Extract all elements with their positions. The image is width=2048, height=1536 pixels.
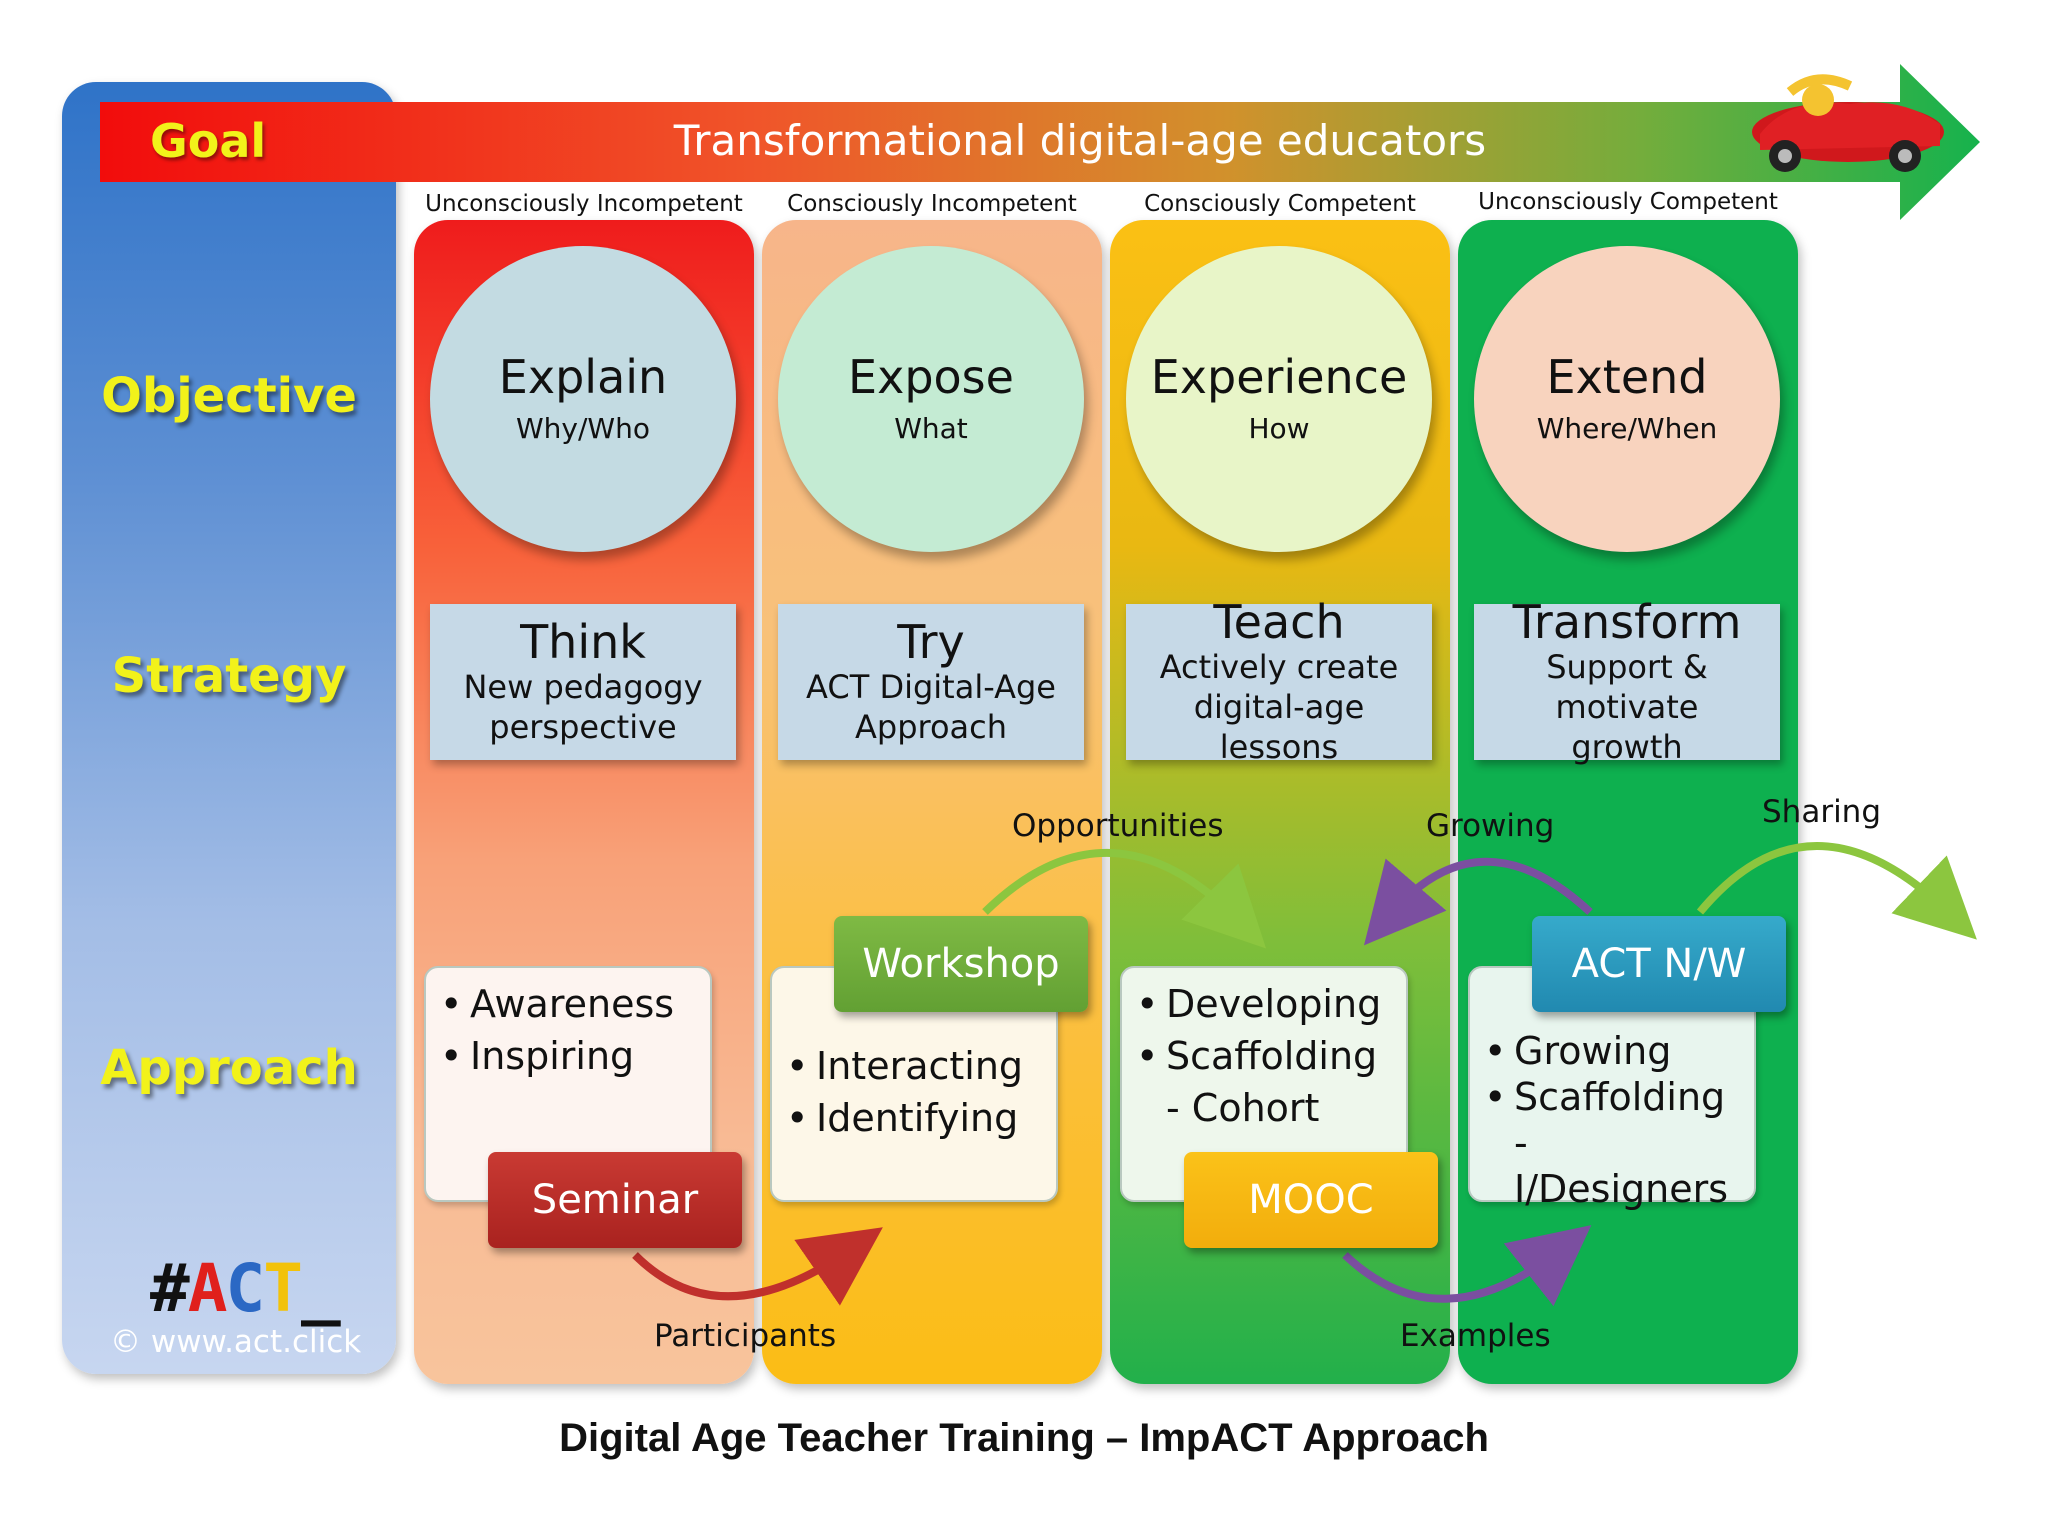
strategy-subtitle: Actively create digital-age lessons xyxy=(1159,648,1399,766)
objective-title: Experience xyxy=(1150,349,1408,404)
strategy-box-transform: Transform Support & motivate growth xyxy=(1474,597,1780,766)
strategy-subtitle: Support & motivate growth xyxy=(1546,648,1708,766)
objective-subtitle: What xyxy=(894,411,968,445)
goal-arrow xyxy=(100,64,1980,220)
flow-label-opportunities: Opportunities xyxy=(1012,808,1224,844)
row-label-approach: Approach xyxy=(100,1040,358,1096)
objective-circle-extend: Extend Where/When xyxy=(1474,246,1780,552)
competence-label-3: Consciously Competent xyxy=(1144,191,1416,217)
approach-bullet: Scaffolding - I/Designers xyxy=(1480,1074,1744,1212)
goal-text: Transformational digital-age educators xyxy=(673,116,1487,165)
approach-bullet: Developing xyxy=(1132,978,1406,1030)
approach-bullet: Identifying xyxy=(782,1092,1056,1144)
mooc-tag: MOOC xyxy=(1184,1152,1438,1248)
strategy-title: Teach xyxy=(1213,595,1345,649)
strategy-box-think: Think New pedagogy perspective xyxy=(430,604,736,760)
row-label-strategy: Strategy xyxy=(111,648,347,704)
growing-arrow xyxy=(1363,857,1593,946)
strategy-box-teach: Teach Actively create digital-age lesson… xyxy=(1126,597,1432,766)
diagram-caption: Digital Age Teacher Training – ImpACT Ap… xyxy=(559,1416,1489,1460)
participants-arrow xyxy=(632,1227,883,1306)
objective-circle-experience: Experience How xyxy=(1126,246,1432,552)
objective-circle-expose: Expose What xyxy=(778,246,1084,552)
flow-label-growing: Growing xyxy=(1426,808,1555,844)
objective-title: Extend xyxy=(1546,349,1708,404)
actnw-tag: ACT N/W xyxy=(1532,916,1786,1012)
strategy-title: Transform xyxy=(1512,595,1742,649)
row-label-objective: Objective xyxy=(101,368,357,424)
sharing-arrow xyxy=(1696,842,1977,940)
approach-bullet: Awareness xyxy=(436,978,710,1030)
goal-label: Goal xyxy=(150,114,267,168)
strategy-title: Think xyxy=(520,615,646,669)
objective-circle-explain: Explain Why/Who xyxy=(430,246,736,552)
objective-subtitle: How xyxy=(1248,411,1310,445)
competence-label-4: Unconsciously Competent xyxy=(1478,189,1778,215)
competence-label-1: Unconsciously Incompetent xyxy=(425,191,743,217)
approach-bullet: Interacting xyxy=(782,1040,1056,1092)
objective-subtitle: Why/Who xyxy=(516,411,650,445)
flow-label-examples: Examples xyxy=(1400,1318,1551,1354)
act-logo: #ACT_ xyxy=(150,1250,341,1327)
opportunities-arrow xyxy=(982,849,1267,949)
approach-bullet: Scaffolding - Cohort xyxy=(1132,1030,1386,1134)
flow-label-participants: Participants xyxy=(654,1318,837,1354)
competence-label-2: Consciously Incompetent xyxy=(787,191,1077,217)
approach-bullet: Growing xyxy=(1480,1028,1754,1074)
strategy-subtitle: New pedagogy perspective xyxy=(463,668,703,746)
strategy-box-try: Try ACT Digital-Age Approach xyxy=(778,604,1084,760)
row-labels-panel xyxy=(62,82,396,1374)
car-icon xyxy=(1752,74,1944,172)
flow-label-sharing: Sharing xyxy=(1762,794,1882,830)
strategy-title: Try xyxy=(897,615,965,669)
objective-title: Expose xyxy=(848,349,1014,404)
objective-subtitle: Where/When xyxy=(1536,411,1718,445)
objective-title: Explain xyxy=(498,349,668,404)
copyright-text: © www.act.click xyxy=(110,1324,362,1360)
examples-arrow xyxy=(1342,1225,1592,1307)
strategy-subtitle: ACT Digital-Age Approach xyxy=(806,668,1056,746)
approach-bullet: Inspiring xyxy=(436,1030,710,1082)
seminar-tag: Seminar xyxy=(488,1152,742,1248)
workshop-tag: Workshop xyxy=(834,916,1088,1012)
flow-arrows xyxy=(632,842,1977,1307)
